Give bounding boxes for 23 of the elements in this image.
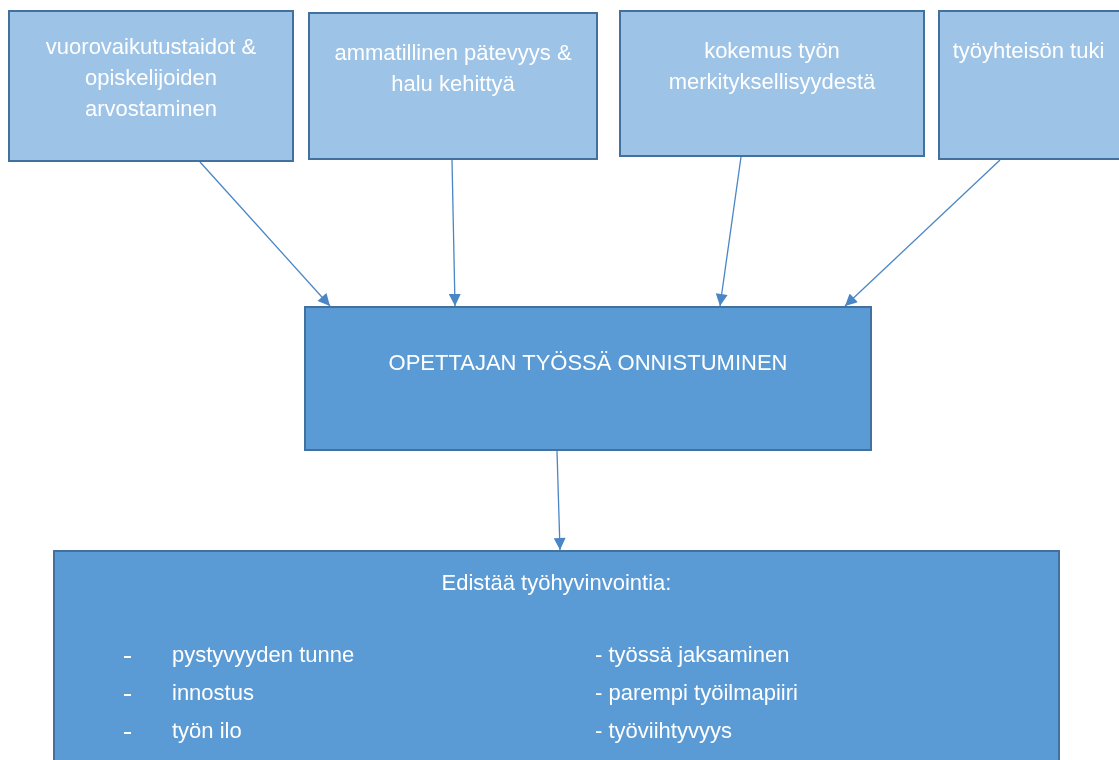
- list-item: pystyvyyden tunne: [172, 641, 355, 669]
- arrow: [448, 159, 461, 307]
- arrow: [553, 450, 566, 551]
- process-box: [304, 306, 872, 451]
- process-box: [8, 10, 294, 162]
- list-item: - parempi työilmapiiri: [595, 679, 798, 707]
- box-label: työyhteisön tuki: [951, 37, 1106, 65]
- box-label: ammatillinen pätevyys & halu kehittyä: [333, 39, 573, 98]
- box-label: OPETTAJAN TYÖSSÄ ONNISTUMINEN: [387, 349, 789, 377]
- box-label: kokemus työn merkityksellisyydestä: [667, 37, 877, 96]
- process-box: [308, 12, 598, 160]
- list-item: innostus: [172, 679, 254, 707]
- list-item: - työssä jaksaminen: [595, 641, 790, 669]
- arrow: [715, 156, 742, 307]
- box-label: vuorovaikutustaidot & opiskelijoiden arvostaminen: [44, 33, 258, 123]
- box-heading: Edistää työhyvinvointia:: [440, 569, 673, 597]
- list-item: - työviihtyvyys: [595, 717, 732, 745]
- arrow: [844, 159, 1001, 307]
- arrow: [199, 161, 331, 307]
- list-item: työn ilo: [172, 717, 242, 745]
- process-box: [938, 10, 1119, 160]
- process-box: [619, 10, 925, 157]
- process-box: [53, 550, 1060, 760]
